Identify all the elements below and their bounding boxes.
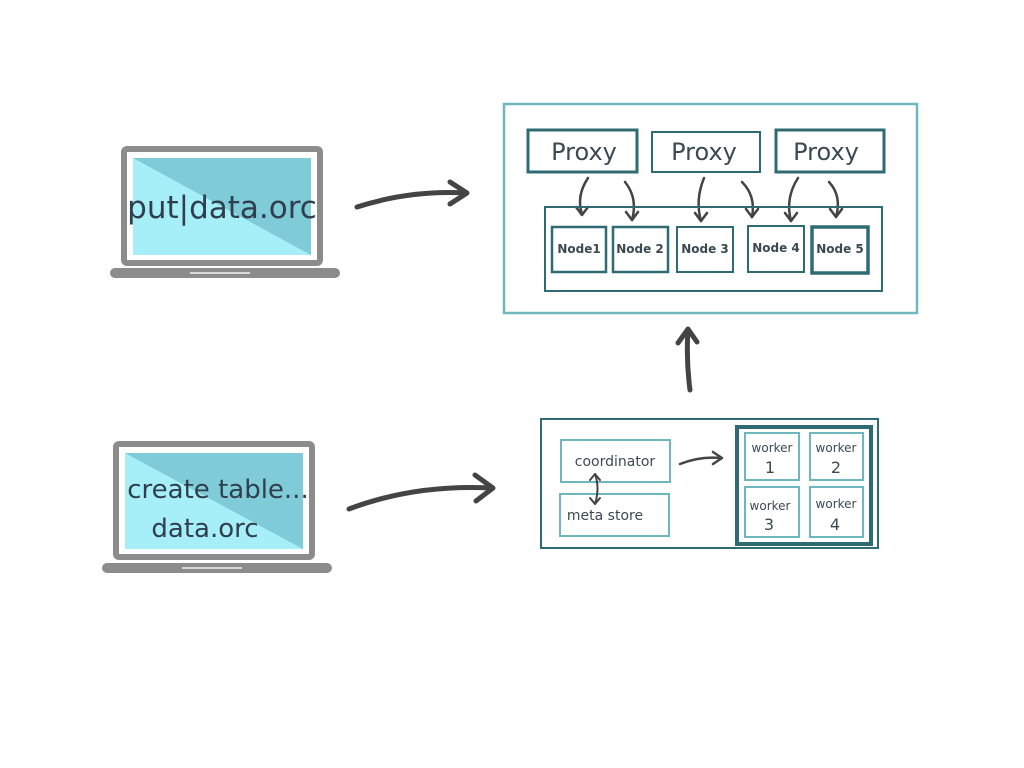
worker-num-2: 2	[831, 458, 841, 477]
laptop-client-bottom: create table... data.orc	[102, 441, 332, 573]
node-label-3: Node 3	[681, 242, 729, 256]
laptop-bottom-lid	[113, 441, 315, 560]
node-box-4	[747, 225, 805, 273]
arrow-top-to-storage	[354, 179, 470, 210]
laptop-top-lid	[121, 146, 323, 266]
storage-cluster-frame	[502, 102, 919, 315]
worker-box-2	[809, 432, 864, 481]
worker-label-1: worker	[752, 441, 793, 455]
worker-num-4: 4	[830, 515, 840, 534]
worker-box-1	[744, 432, 800, 481]
proxy-label-2: Proxy	[671, 138, 737, 166]
worker-num-1: 1	[765, 458, 775, 477]
coordinator-to-workers-arrow	[678, 450, 724, 466]
proxy-box-2	[651, 131, 761, 173]
node-group-frame	[544, 206, 883, 292]
node-box-5	[810, 225, 870, 275]
node-box-2	[611, 225, 670, 274]
meta-store-label: meta store	[567, 508, 643, 524]
compute-cluster: coordinator meta store worker 1 worker 2…	[540, 418, 879, 549]
coordinator-box	[560, 439, 671, 483]
node-label-5: Node 5	[816, 242, 864, 256]
worker-num-3: 3	[764, 515, 774, 534]
proxy-box-3	[774, 128, 886, 174]
laptop-bottom-command-line1: create table...	[127, 475, 308, 505]
meta-store-box	[559, 493, 670, 537]
proxy-to-node-arrows	[574, 176, 844, 223]
proxy-box-1	[526, 128, 639, 174]
worker-box-3	[744, 486, 800, 538]
proxy-label-3: Proxy	[793, 138, 859, 166]
coordinator-metastore-link	[589, 473, 601, 505]
arrow-compute-to-storage	[675, 326, 700, 393]
worker-label-4: worker	[816, 497, 857, 511]
node-box-3	[676, 226, 734, 273]
arrow-bottom-to-compute	[346, 472, 496, 512]
worker-label-3: worker	[750, 499, 791, 513]
node-label-1: Node1	[557, 242, 600, 256]
node-label-2: Node 2	[616, 242, 664, 256]
laptop-client-top: put|data.orc	[110, 146, 340, 278]
storage-cluster: Proxy Proxy Proxy Node1 Node 2 Node 3 No…	[502, 102, 919, 315]
coordinator-label: coordinator	[575, 454, 656, 470]
node-box-1	[550, 225, 608, 274]
worker-pool-frame	[735, 425, 873, 546]
worker-label-2: worker	[816, 441, 857, 455]
laptop-bottom-command-line2: data.orc	[151, 514, 258, 544]
compute-cluster-frame	[540, 418, 879, 549]
proxy-label-1: Proxy	[551, 138, 617, 166]
worker-box-4	[809, 486, 864, 538]
laptop-top-command: put|data.orc	[127, 190, 317, 226]
node-label-4: Node 4	[752, 241, 800, 255]
